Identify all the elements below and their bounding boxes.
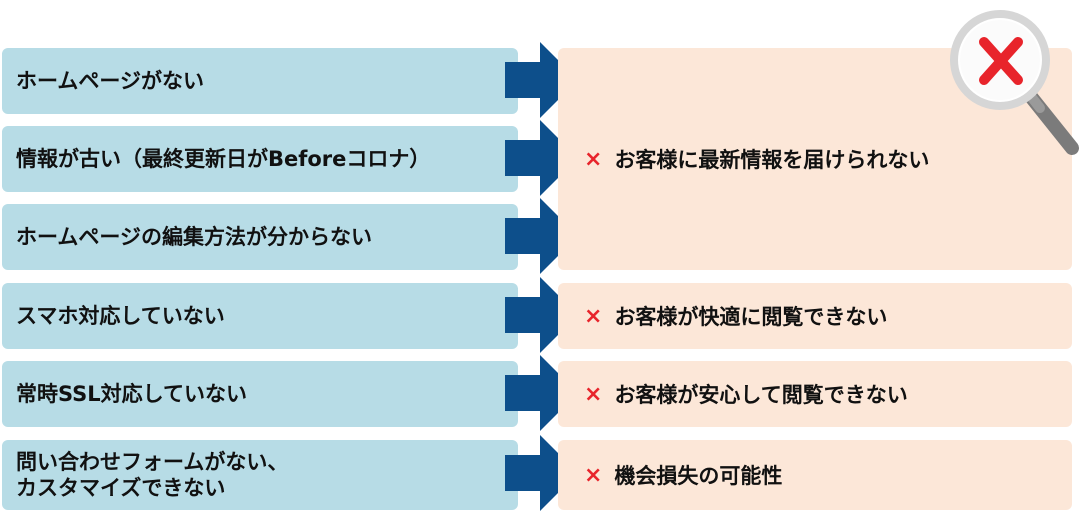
result-text: 機会損失の可能性 bbox=[614, 464, 783, 488]
cause-text: 情報が古い（最終更新日がBeforeコロナ） bbox=[16, 146, 431, 171]
arrow-right-icon bbox=[505, 198, 578, 274]
cause-box-6: 問い合わせフォームがない、 カスタマイズできない bbox=[2, 440, 518, 510]
cause-box-4: スマホ対応していない bbox=[2, 283, 518, 349]
x-mark-icon: × bbox=[584, 303, 603, 329]
result-text: お客様に最新情報を届けられない bbox=[614, 148, 930, 172]
arrow-right-icon bbox=[505, 435, 578, 511]
cause-box-1: ホームページがない bbox=[2, 48, 518, 114]
cause-text: 問い合わせフォームがない、 カスタマイズできない bbox=[16, 449, 289, 500]
result-box-4: × 機会損失の可能性 bbox=[558, 440, 1072, 510]
cause-text: 常時SSL対応していない bbox=[16, 381, 248, 406]
x-mark-icon: × bbox=[584, 146, 603, 172]
arrow-right-icon bbox=[505, 120, 578, 196]
cause-box-3: ホームページの編集方法が分からない bbox=[2, 204, 518, 270]
result-text: お客様が安心して閲覧できない bbox=[614, 383, 908, 407]
magnifier-x-icon bbox=[950, 10, 1079, 155]
result-text: お客様が快適に閲覧できない bbox=[614, 305, 888, 329]
cause-box-2: 情報が古い（最終更新日がBeforeコロナ） bbox=[2, 126, 518, 192]
cause-text: ホームページがない bbox=[16, 68, 204, 93]
cause-text: スマホ対応していない bbox=[16, 303, 225, 328]
arrow-right-icon bbox=[505, 277, 578, 353]
result-box-2: × お客様が快適に閲覧できない bbox=[558, 283, 1072, 349]
cause-text: ホームページの編集方法が分からない bbox=[16, 224, 372, 249]
x-mark-icon: × bbox=[584, 381, 603, 407]
arrow-right-icon bbox=[505, 355, 578, 431]
arrow-right-icon bbox=[505, 42, 578, 118]
cause-box-5: 常時SSL対応していない bbox=[2, 361, 518, 427]
x-mark-icon: × bbox=[584, 462, 603, 488]
result-box-3: × お客様が安心して閲覧できない bbox=[558, 361, 1072, 427]
